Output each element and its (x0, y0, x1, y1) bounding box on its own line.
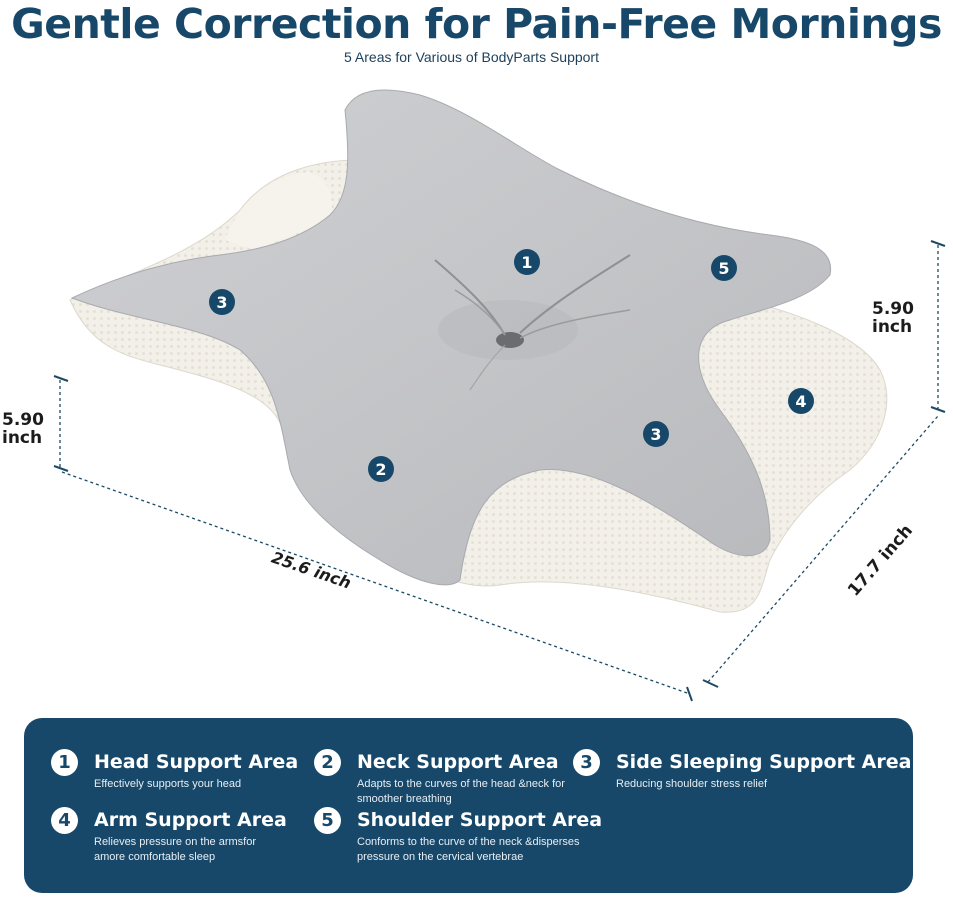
length-label: 25.6 inch (269, 548, 353, 593)
head-depression (438, 300, 578, 360)
marker-5: 5 (711, 255, 737, 281)
marker-2: 2 (368, 456, 394, 482)
dimension-width (702, 415, 939, 688)
feature-5-number: 5 (314, 807, 341, 834)
marker-1-label: 1 (521, 253, 532, 272)
feature-4-title: Arm Support Area (94, 809, 287, 831)
marker-3-left-label: 3 (216, 293, 227, 312)
marker-3-left: 3 (209, 289, 235, 315)
feature-5-description: Conforms to the curve of the neck &dispe… (357, 836, 580, 863)
right-height-value: 5.90 (872, 299, 914, 319)
feature-2-description: Adapts to the curves of the head &neck f… (357, 778, 565, 805)
left-height-value: 5.90 (2, 410, 44, 430)
page-title: Gentle Correction for Pain-Free Mornings (11, 0, 942, 48)
pillow-illustration: 1 5 3 4 3 2 5.90 inch 5.90 inch 2 (2, 89, 946, 702)
feature-4-description: Relieves pressure on the armsfor amore c… (94, 836, 257, 863)
feature-4-number: 4 (51, 807, 78, 834)
pillow-foam-back (225, 172, 332, 250)
dimension-left-height (53, 375, 69, 472)
feature-1-title: Head Support Area (94, 751, 299, 773)
marker-4: 4 (788, 388, 814, 414)
marker-2-label: 2 (375, 460, 386, 479)
feature-1-number: 1 (51, 749, 78, 776)
feature-2-number: 2 (314, 749, 341, 776)
marker-3-right: 3 (643, 421, 669, 447)
dimension-right-height (930, 240, 946, 413)
feature-2-title: Neck Support Area (357, 751, 559, 773)
features-panel: 1 Head Support Area Effectively supports… (24, 718, 913, 893)
left-height-unit: inch (2, 428, 42, 448)
width-label: 17.7 inch (844, 521, 917, 601)
feature-3-title: Side Sleeping Support Area (616, 751, 912, 773)
right-height-unit: inch (872, 317, 912, 337)
marker-3-right-label: 3 (650, 425, 661, 444)
feature-5-title: Shoulder Support Area (357, 809, 603, 831)
feature-1-description: Effectively supports your head (94, 778, 242, 790)
dimension-length (61, 471, 693, 702)
feature-3-number: 3 (573, 749, 600, 776)
marker-1: 1 (514, 249, 540, 275)
marker-5-label: 5 (718, 259, 729, 278)
feature-3-description: Reducing shoulder stress relief (616, 778, 768, 790)
page-subtitle: 5 Areas for Various of BodyParts Support (344, 49, 599, 65)
marker-4-label: 4 (795, 392, 806, 411)
